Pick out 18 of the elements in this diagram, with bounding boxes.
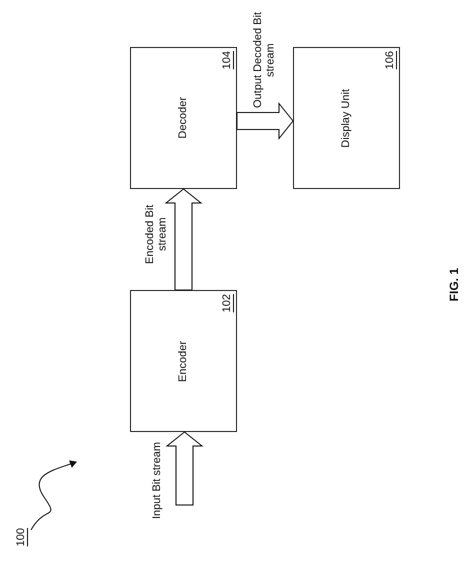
hollow-arrow: [236, 102, 294, 140]
edge-label: Encoded Bit stream: [144, 203, 170, 266]
hollow-arrow: [164, 188, 202, 290]
reference-numeral: 106: [384, 51, 397, 70]
block-label: Encoder: [177, 340, 190, 382]
process-box: [130, 290, 237, 432]
figure-label: FIG. 1: [448, 268, 462, 302]
reference-numeral-text: 100: [14, 528, 28, 546]
block-label: Decoder: [177, 97, 190, 139]
edge-label: Input Bit stream: [150, 442, 164, 520]
edge-label: Output Decoded Bit stream: [252, 12, 278, 108]
block-label: Display Unit: [340, 88, 353, 148]
process-box: [293, 47, 400, 189]
hollow-arrow: [166, 431, 204, 506]
reference-numeral: 104: [221, 51, 234, 70]
reference-numeral: 102: [221, 294, 234, 312]
leader-arrow: [30, 460, 77, 530]
process-box: [130, 47, 237, 189]
